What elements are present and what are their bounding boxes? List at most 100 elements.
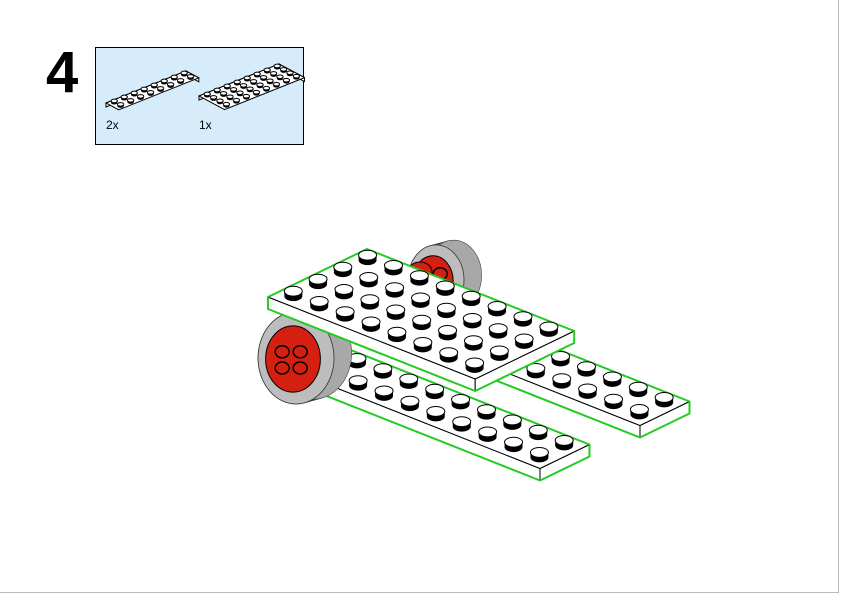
stud <box>150 82 158 88</box>
part-quantity-2x8: 2x <box>106 118 119 132</box>
part-quantity-4x8: 1x <box>199 118 212 132</box>
hub-stud <box>274 345 290 359</box>
stud <box>451 393 471 405</box>
wheel-hub <box>265 325 321 393</box>
stud <box>463 335 483 347</box>
stud <box>387 326 407 338</box>
stud <box>286 70 294 75</box>
stud <box>180 70 188 76</box>
parts-illustration <box>104 63 305 111</box>
stud <box>359 271 379 283</box>
hub-stud <box>292 361 308 375</box>
stud <box>409 270 429 282</box>
stud <box>262 85 271 91</box>
stud <box>526 362 546 374</box>
stud <box>140 86 148 92</box>
stud <box>236 90 244 96</box>
stud <box>333 261 353 273</box>
stud <box>156 86 165 91</box>
stud <box>654 391 674 403</box>
stud <box>487 300 507 312</box>
stud <box>476 404 496 416</box>
stud <box>216 98 224 104</box>
stud <box>373 363 393 375</box>
hub-stud <box>292 345 308 359</box>
stud <box>308 273 328 285</box>
stud <box>552 373 572 385</box>
stud <box>386 304 406 316</box>
stud <box>160 78 168 84</box>
stud <box>223 83 231 89</box>
stud <box>554 434 574 446</box>
stud <box>246 86 254 92</box>
stud <box>399 373 419 385</box>
stud <box>170 74 178 80</box>
stud <box>513 311 533 323</box>
stud <box>628 381 648 393</box>
stud <box>272 81 281 87</box>
stud <box>426 405 446 417</box>
stud <box>282 77 291 83</box>
stud <box>452 416 472 428</box>
stud <box>242 93 251 99</box>
stud <box>276 74 284 79</box>
part-plate-2x8 <box>104 70 200 111</box>
stud <box>462 312 482 324</box>
part-plate-4x8 <box>197 63 305 111</box>
stud <box>361 316 381 328</box>
stud <box>279 67 288 72</box>
stud <box>203 91 211 97</box>
stud <box>502 414 522 426</box>
stud <box>126 98 135 103</box>
stud <box>385 282 405 294</box>
stud <box>166 82 175 87</box>
stud <box>335 306 355 318</box>
stud <box>425 383 445 395</box>
stud <box>229 87 238 92</box>
stud <box>400 395 420 407</box>
stud <box>348 375 368 387</box>
stud <box>514 333 534 345</box>
stud <box>219 91 228 96</box>
stud <box>259 75 268 80</box>
stud <box>374 385 394 397</box>
parts-callout: 2x 1x <box>95 47 305 145</box>
stud <box>436 302 456 314</box>
stud <box>334 283 354 295</box>
stud <box>256 82 264 88</box>
stud <box>186 74 195 79</box>
stud <box>604 393 624 405</box>
stud <box>253 71 261 77</box>
stud <box>411 292 431 304</box>
stud <box>309 295 329 307</box>
stud <box>232 97 241 103</box>
stud <box>360 294 380 306</box>
stud <box>239 83 248 88</box>
highlight-outline <box>267 248 576 392</box>
stud <box>263 67 271 73</box>
stud <box>488 323 508 335</box>
stud <box>438 324 458 336</box>
stud <box>120 94 128 100</box>
top-4x8-plate <box>266 248 576 392</box>
page-edge-bottom <box>0 592 839 593</box>
stud <box>243 75 251 81</box>
stud <box>266 78 274 84</box>
stud <box>273 63 281 69</box>
stud <box>413 336 433 348</box>
stud <box>222 101 231 107</box>
stud <box>435 280 455 292</box>
stud <box>528 424 548 436</box>
stud <box>110 98 118 104</box>
stud <box>146 90 155 95</box>
stud <box>252 89 261 95</box>
stud <box>551 350 571 362</box>
stud <box>292 73 301 79</box>
stud <box>226 94 234 100</box>
page-edge-right <box>838 0 839 593</box>
stud <box>602 371 622 383</box>
stud <box>412 314 432 326</box>
stud <box>209 95 218 100</box>
stud <box>116 102 125 107</box>
